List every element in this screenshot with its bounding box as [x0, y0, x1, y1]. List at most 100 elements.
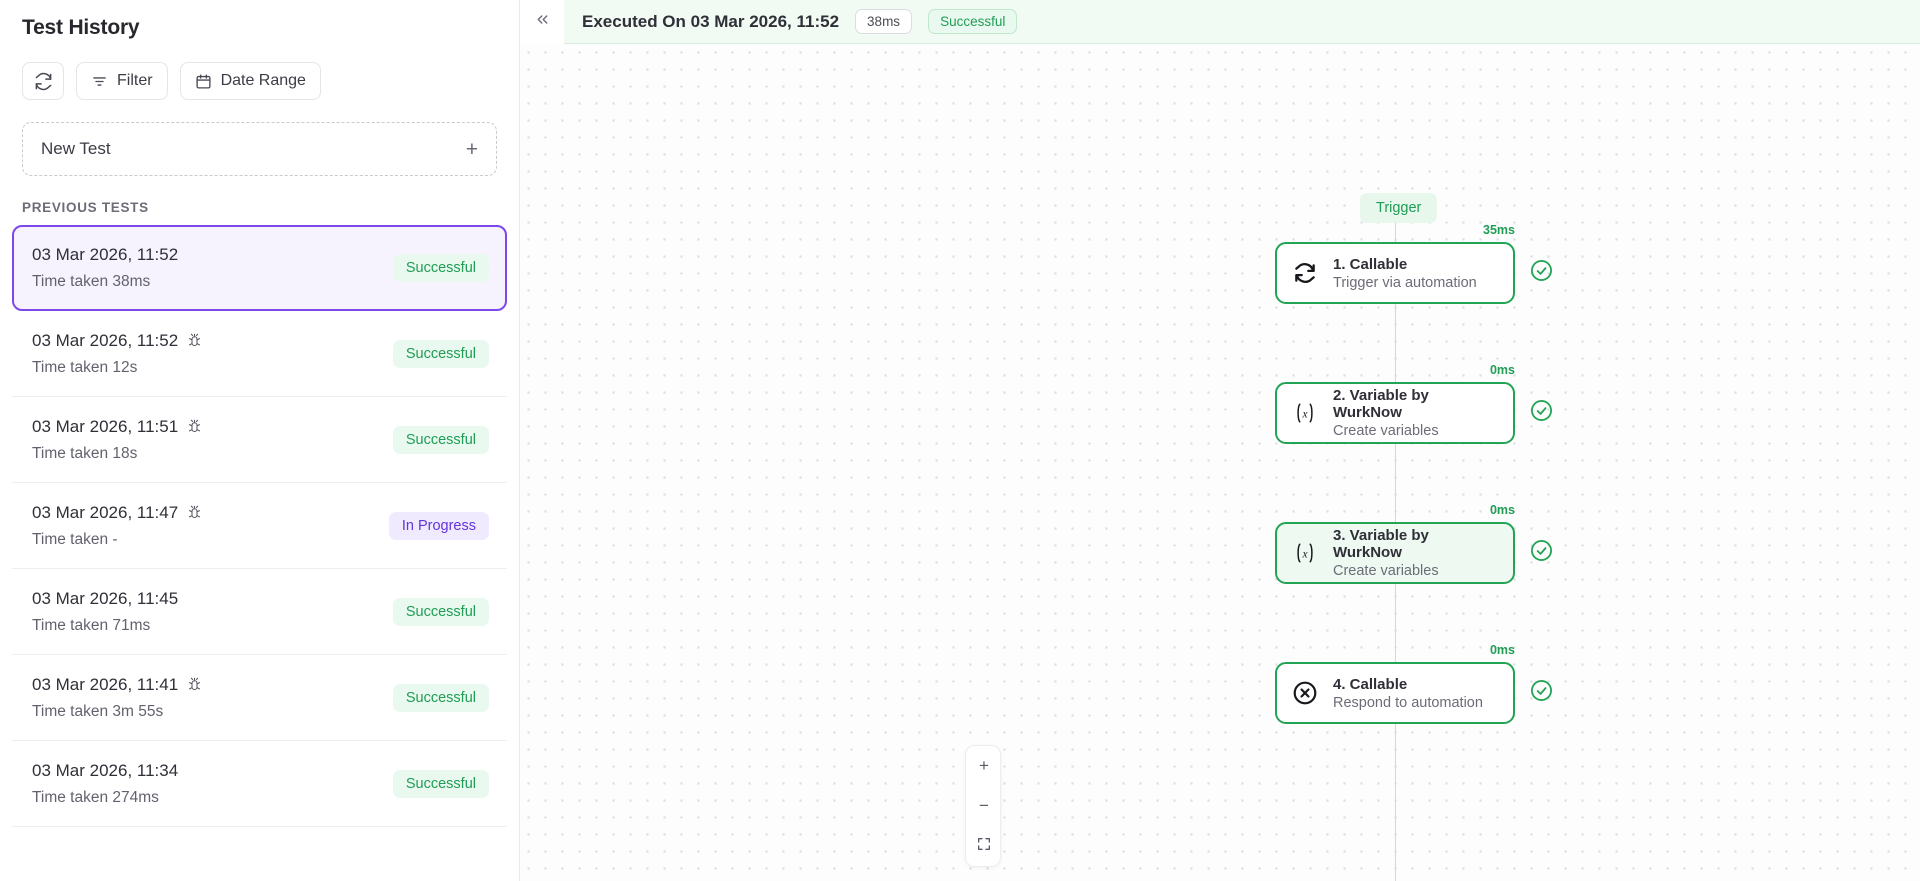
- filter-icon: [91, 73, 108, 90]
- node-title: 1. Callable: [1333, 255, 1408, 273]
- refresh-icon: [1291, 260, 1319, 286]
- execution-title: Executed On 03 Mar 2026, 11:52: [582, 11, 840, 31]
- filter-button[interactable]: Filter: [76, 62, 168, 100]
- execution-panel: Executed On 03 Mar 2026, 11:52 38ms Succ…: [520, 0, 1920, 881]
- node-title: 4. Callable: [1333, 675, 1408, 693]
- zoom-in-button[interactable]: +: [966, 746, 1000, 786]
- collapse-sidebar-button[interactable]: [520, 0, 564, 44]
- node-duration: 35ms: [1483, 223, 1515, 237]
- test-item-date-text: 03 Mar 2026, 11:45: [32, 588, 179, 608]
- fit-screen-icon: [976, 836, 992, 857]
- test-item-duration: Time taken -: [32, 530, 118, 548]
- test-item-date-text: 03 Mar 2026, 11:52: [32, 245, 179, 264]
- node-subtitle: Respond to automation: [1333, 694, 1483, 711]
- test-item-duration: Time taken 18s: [32, 444, 138, 462]
- test-item-date: 03 Mar 2026, 11:47: [32, 503, 202, 523]
- test-item-date-text: 03 Mar 2026, 11:52: [32, 330, 179, 350]
- test-item-date: 03 Mar 2026, 11:51: [32, 417, 202, 437]
- node-duration: 0ms: [1489, 643, 1515, 657]
- check-circle-icon: [1530, 259, 1553, 287]
- calendar-icon: [195, 73, 212, 90]
- zoom-out-button[interactable]: −: [966, 786, 1000, 826]
- sidebar-toolbar: Filter Date Range: [0, 40, 519, 100]
- test-item-duration: Time taken 38ms: [32, 273, 151, 290]
- date-range-button[interactable]: Date Range: [179, 62, 321, 100]
- trigger-pill: Trigger: [1360, 193, 1438, 223]
- test-item-date-text: 03 Mar 2026, 11:34: [32, 760, 179, 780]
- test-item-date: 03 Mar 2026, 11:41: [32, 675, 202, 695]
- new-test-button[interactable]: New Test +: [22, 122, 497, 176]
- test-item-date-text: 03 Mar 2026, 11:51: [32, 416, 179, 436]
- refresh-button[interactable]: [22, 62, 64, 100]
- test-item-duration: Time taken 71ms: [32, 616, 151, 634]
- previous-tests-label: PREVIOUS TESTS: [22, 200, 149, 215]
- x-circle-icon: [1291, 680, 1319, 706]
- node-subtitle: Create variables: [1333, 423, 1439, 439]
- test-item-date: 03 Mar 2026, 11:45: [32, 589, 178, 609]
- test-item-status-badge: Successful: [392, 254, 489, 282]
- check-circle-icon: [1530, 679, 1553, 707]
- zoom-controls: + −: [965, 745, 1001, 867]
- test-item-date-text: 03 Mar 2026, 11:47: [32, 502, 179, 522]
- variable-icon: x: [1291, 538, 1319, 568]
- test-item-date: 03 Mar 2026, 11:34: [32, 761, 178, 781]
- chevrons-left-icon: [534, 11, 551, 33]
- duration-chip: 38ms: [855, 9, 913, 34]
- test-item-date-text: 03 Mar 2026, 11:41: [32, 674, 179, 694]
- bug-icon: [187, 419, 202, 434]
- filter-label: Filter: [117, 72, 153, 89]
- node-duration: 0ms: [1489, 503, 1515, 517]
- test-item-status-badge: Successful: [392, 425, 489, 454]
- test-item-status-badge: Successful: [392, 597, 489, 626]
- check-circle-icon: [1530, 399, 1553, 427]
- bug-icon: [187, 677, 202, 692]
- check-circle-icon: [1530, 539, 1553, 567]
- test-item-date: 03 Mar 2026, 11:52: [32, 245, 178, 265]
- svg-text:x: x: [1301, 408, 1307, 420]
- date-range-label: Date Range: [220, 72, 306, 89]
- execution-header: Executed On 03 Mar 2026, 11:52 38ms Succ…: [564, 0, 1920, 44]
- node-subtitle: Create variables: [1333, 563, 1439, 579]
- page-title: Test History: [22, 16, 140, 39]
- node-duration: 0ms: [1489, 363, 1515, 377]
- refresh-icon: [34, 72, 53, 91]
- sidebar-header: Test History: [0, 0, 519, 40]
- fit-view-button[interactable]: [966, 826, 1000, 866]
- variable-icon: x: [1291, 398, 1319, 428]
- test-item-status-badge: Successful: [392, 769, 489, 798]
- bug-icon: [187, 333, 202, 348]
- test-item-date: 03 Mar 2026, 11:52: [32, 331, 202, 351]
- test-item-status-badge: In Progress: [388, 511, 489, 540]
- new-test-label: New Test: [41, 139, 111, 158]
